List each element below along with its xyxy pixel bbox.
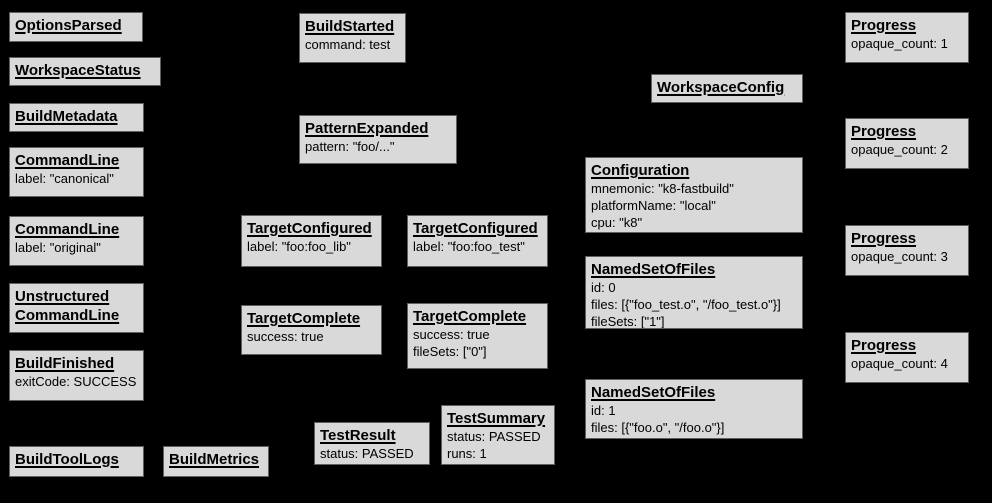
node-title: Unstructured CommandLine — [15, 288, 120, 324]
node-title: TargetComplete — [413, 308, 527, 325]
node-field: platformName: "local" — [591, 198, 716, 213]
node-title: BuildFinished — [15, 355, 115, 372]
node-title: BuildMetadata — [15, 108, 118, 125]
node-title: Configuration — [591, 162, 690, 179]
node-field: success: true — [413, 327, 490, 342]
node-field: pattern: "foo/..." — [305, 139, 395, 154]
node-title: Progress — [851, 17, 917, 34]
node-build-metrics: BuildMetrics — [163, 446, 269, 477]
node-field: fileSets: ["0"] — [413, 344, 487, 359]
node-build-finished: BuildFinished exitCode: SUCCESS — [9, 350, 144, 401]
node-field: label: "original" — [15, 240, 101, 255]
node-test-result: TestResult status: PASSED — [314, 422, 430, 465]
node-target-configured-foo-lib: TargetConfigured label: "foo:foo_lib" — [241, 215, 382, 267]
node-title: BuildToolLogs — [15, 451, 119, 468]
node-title: WorkspaceStatus — [15, 62, 141, 79]
node-title: CommandLine — [15, 152, 120, 169]
node-named-set-of-files-0: NamedSetOfFiles id: 0 files: [{"foo_test… — [585, 256, 803, 329]
node-title: OptionsParsed — [15, 17, 122, 34]
node-title: BuildStarted — [305, 18, 395, 35]
node-title: CommandLine — [15, 221, 120, 238]
node-command-line-canonical: CommandLine label: "canonical" — [9, 147, 144, 197]
node-build-started: BuildStarted command: test — [299, 13, 406, 63]
node-title: BuildMetrics — [169, 451, 260, 468]
node-test-summary: TestSummary status: PASSED runs: 1 — [441, 405, 555, 465]
node-target-configured-foo-test: TargetConfigured label: "foo:foo_test" — [407, 215, 548, 267]
node-title: NamedSetOfFiles — [591, 384, 716, 401]
node-title: TargetComplete — [247, 310, 361, 327]
node-title: TargetConfigured — [247, 220, 372, 237]
node-field: id: 1 — [591, 403, 616, 418]
node-workspace-status: WorkspaceStatus — [9, 57, 161, 86]
node-field: status: PASSED — [447, 429, 541, 444]
node-field: opaque_count: 2 — [851, 142, 948, 157]
node-field: opaque_count: 3 — [851, 249, 948, 264]
node-target-complete-foo-test: TargetComplete success: true fileSets: [… — [407, 303, 548, 369]
node-field: files: [{"foo.o", "/foo.o"}] — [591, 420, 725, 435]
node-field: files: [{"foo_test.o", "/foo_test.o"}] — [591, 297, 781, 312]
node-field: success: true — [247, 329, 324, 344]
node-field: cpu: "k8" — [591, 215, 643, 230]
node-field: label: "canonical" — [15, 171, 114, 186]
node-build-tool-logs: BuildToolLogs — [9, 446, 144, 477]
node-configuration: Configuration mnemonic: "k8-fastbuild" p… — [585, 157, 803, 233]
node-field: exitCode: SUCCESS — [15, 374, 137, 389]
node-title: WorkspaceConfig — [657, 79, 785, 96]
node-progress-4: Progress opaque_count: 4 — [845, 332, 969, 383]
node-pattern-expanded: PatternExpanded pattern: "foo/..." — [299, 115, 457, 164]
node-field: label: "foo:foo_test" — [413, 239, 525, 254]
node-progress-3: Progress opaque_count: 3 — [845, 225, 969, 276]
node-progress-1: Progress opaque_count: 1 — [845, 12, 969, 63]
node-title: Progress — [851, 230, 917, 247]
node-field: command: test — [305, 37, 391, 52]
node-title: PatternExpanded — [305, 120, 429, 137]
node-title: Progress — [851, 123, 917, 140]
node-field: status: PASSED — [320, 446, 414, 461]
node-named-set-of-files-1: NamedSetOfFiles id: 1 files: [{"foo.o", … — [585, 379, 803, 439]
node-build-metadata: BuildMetadata — [9, 103, 144, 132]
node-title: TargetConfigured — [413, 220, 538, 237]
node-field: opaque_count: 1 — [851, 36, 948, 51]
node-title: Progress — [851, 337, 917, 354]
node-target-complete-foo-lib: TargetComplete success: true — [241, 305, 382, 355]
node-field: opaque_count: 4 — [851, 356, 948, 371]
node-options-parsed: OptionsParsed — [9, 12, 143, 42]
node-field: fileSets: ["1"] — [591, 314, 665, 329]
node-field: label: "foo:foo_lib" — [247, 239, 351, 254]
node-title: NamedSetOfFiles — [591, 261, 716, 278]
node-title: TestSummary — [447, 410, 546, 427]
node-workspace-config: WorkspaceConfig — [651, 74, 803, 103]
node-unstructured-command-line: Unstructured CommandLine — [9, 283, 144, 333]
node-command-line-original: CommandLine label: "original" — [9, 216, 144, 266]
node-progress-2: Progress opaque_count: 2 — [845, 118, 969, 169]
node-field: mnemonic: "k8-fastbuild" — [591, 181, 734, 196]
node-title: TestResult — [320, 427, 396, 444]
node-field: runs: 1 — [447, 446, 487, 461]
node-field: id: 0 — [591, 280, 616, 295]
